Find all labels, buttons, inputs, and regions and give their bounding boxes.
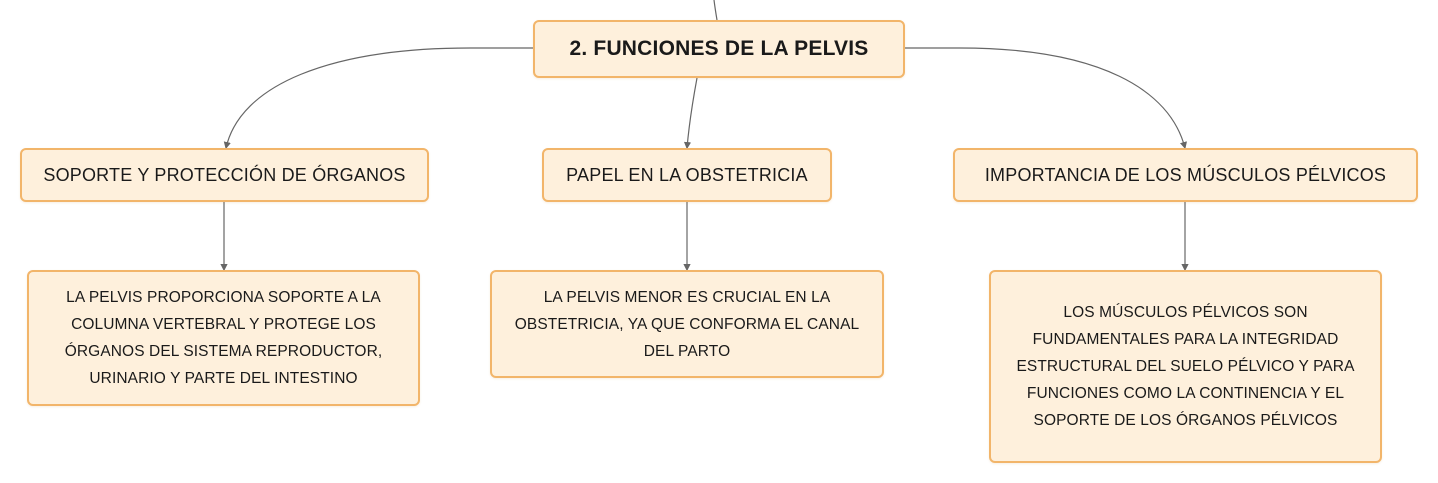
branch-node-label: PAPEL EN LA OBSTETRICIA xyxy=(566,164,808,185)
root-node[interactable]: 2. FUNCIONES DE LA PELVIS xyxy=(533,20,905,78)
detail-node-text: LOS MÚSCULOS PÉLVICOS SON FUNDAMENTALES … xyxy=(1016,304,1355,429)
connector-root-to-branch-2 xyxy=(683,77,698,150)
branch-node-musculos[interactable]: IMPORTANCIA DE LOS MÚSCULOS PÉLVICOS xyxy=(953,148,1418,202)
connector-root-to-branch-3 xyxy=(905,47,1187,150)
branch-node-label: SOPORTE Y PROTECCIÓN DE ÓRGANOS xyxy=(43,164,406,185)
detail-node-musculos[interactable]: LOS MÚSCULOS PÉLVICOS SON FUNDAMENTALES … xyxy=(989,270,1382,463)
detail-node-soporte[interactable]: LA PELVIS PROPORCIONA SOPORTE A LA COLUM… xyxy=(27,270,420,406)
branch-node-soporte[interactable]: SOPORTE Y PROTECCIÓN DE ÓRGANOS xyxy=(20,148,429,202)
detail-node-text: LA PELVIS MENOR ES CRUCIAL EN LA OBSTETR… xyxy=(514,288,860,360)
detail-node-obstetricia[interactable]: LA PELVIS MENOR ES CRUCIAL EN LA OBSTETR… xyxy=(490,270,884,378)
root-node-label: 2. FUNCIONES DE LA PELVIS xyxy=(569,37,869,60)
branch-node-obstetricia[interactable]: PAPEL EN LA OBSTETRICIA xyxy=(542,148,832,202)
connector-root-to-branch-1 xyxy=(223,47,533,150)
connector-parent-to-root xyxy=(713,0,718,21)
branch-node-label: IMPORTANCIA DE LOS MÚSCULOS PÉLVICOS xyxy=(984,164,1387,185)
detail-node-text: LA PELVIS PROPORCIONA SOPORTE A LA COLUM… xyxy=(64,289,383,387)
